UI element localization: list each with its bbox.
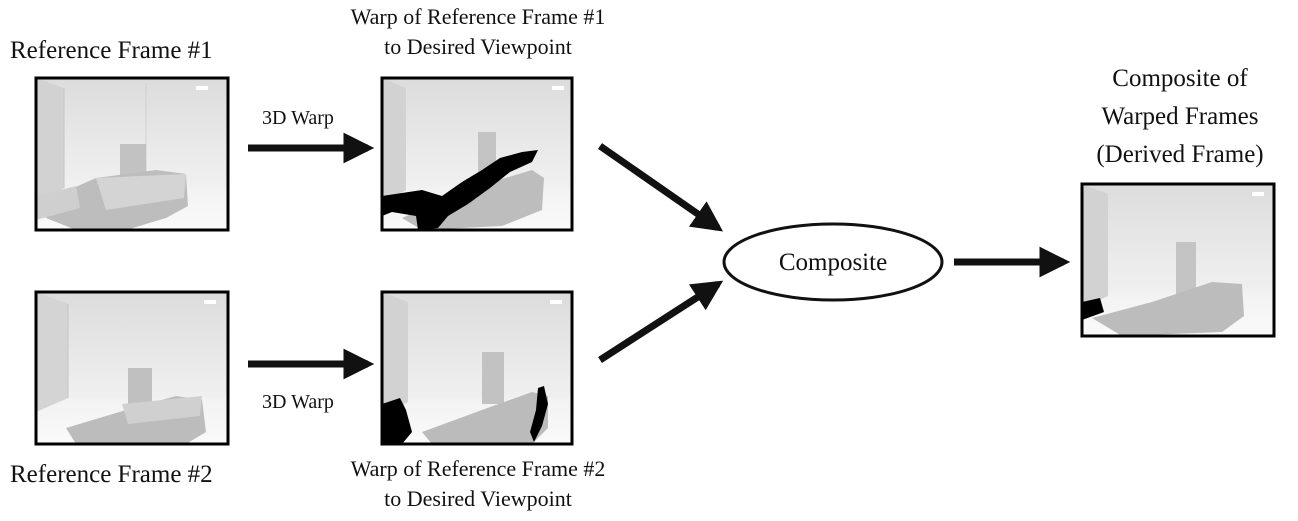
warped-frame-1-border xyxy=(380,76,574,232)
reference-frame-2-label: Reference Frame #2 xyxy=(10,461,213,488)
derived-frame-border xyxy=(1080,182,1276,338)
result-title-line-2: Warped Frames xyxy=(1102,103,1259,130)
warped-frame-1-title-line-2: to Desired Viewpoint xyxy=(384,34,572,59)
reference-frame-1-border xyxy=(34,76,230,232)
warped-frame-2-title-line-1: Warp of Reference Frame #2 xyxy=(351,456,606,481)
reference-frame-1-image xyxy=(36,78,228,230)
warped-frame-2-image xyxy=(382,292,572,444)
arrow-warp1-to-composite xyxy=(598,143,724,232)
arrow-warp2-to-composite xyxy=(598,280,724,363)
warped-frame-2-title-line-2: to Desired Viewpoint xyxy=(384,486,572,511)
disocclusion-hole-1 xyxy=(382,150,538,230)
result-title-line-3: (Derived Frame) xyxy=(1096,141,1263,168)
warped-frame-1-image xyxy=(382,78,572,230)
warped-frame-1-title-line-1: Warp of Reference Frame #1 xyxy=(351,4,606,29)
disocclusion-hole-2a xyxy=(382,398,412,444)
residual-hole xyxy=(1082,298,1104,320)
disocclusion-hole-2b xyxy=(530,386,548,442)
derived-frame-image xyxy=(1082,184,1274,336)
warp-arrow-1-label: 3D Warp xyxy=(262,107,334,129)
composite-label: Composite xyxy=(779,249,887,276)
reference-frame-1-label: Reference Frame #1 xyxy=(10,37,213,64)
reference-frame-2-image xyxy=(36,292,228,444)
result-title-line-1: Composite of xyxy=(1112,65,1248,92)
reference-frame-2-border xyxy=(34,290,230,446)
composite-node xyxy=(722,222,944,302)
warp-arrow-2-label: 3D Warp xyxy=(262,391,334,413)
warped-frame-2-border xyxy=(380,290,574,446)
